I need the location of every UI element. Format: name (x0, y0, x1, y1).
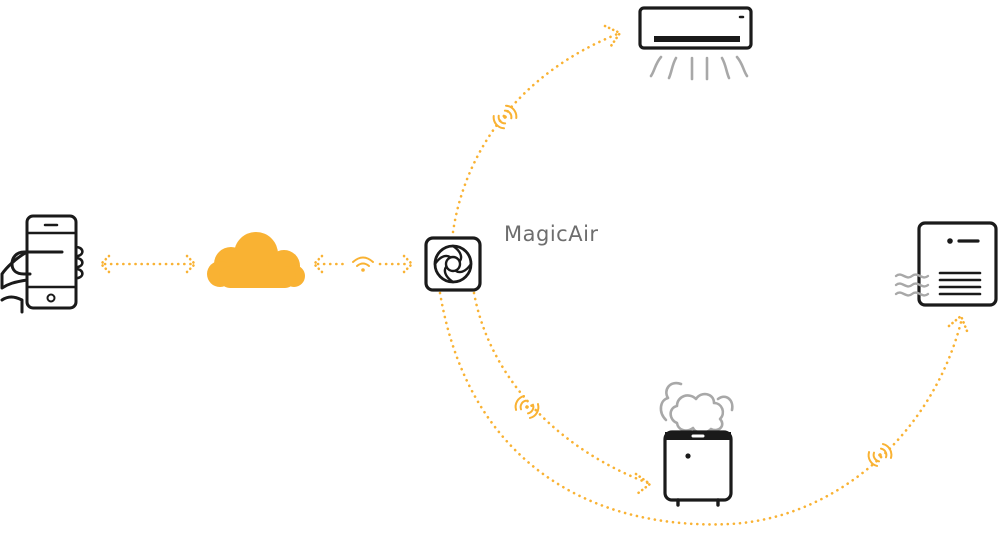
wireless-icon (492, 104, 518, 130)
humidifier-icon (659, 381, 734, 507)
connector-hub-air-conditioner (451, 24, 622, 234)
connector-phone-cloud (99, 254, 197, 274)
wireless-icon (867, 443, 893, 467)
brand-label: MagicAir (504, 222, 599, 246)
cloud-icon (207, 232, 305, 288)
connector-hub-recuperator (438, 291, 969, 526)
connector-cloud-hub (312, 254, 414, 274)
connector-hub-humidifier (472, 291, 652, 496)
wifi-icon (352, 256, 374, 272)
air-conditioner-icon (638, 6, 753, 81)
recuperator-icon (894, 221, 998, 307)
magicair-hub-icon (424, 236, 482, 292)
hand-holding-phone-icon (0, 214, 84, 314)
wireless-icon (514, 395, 540, 419)
